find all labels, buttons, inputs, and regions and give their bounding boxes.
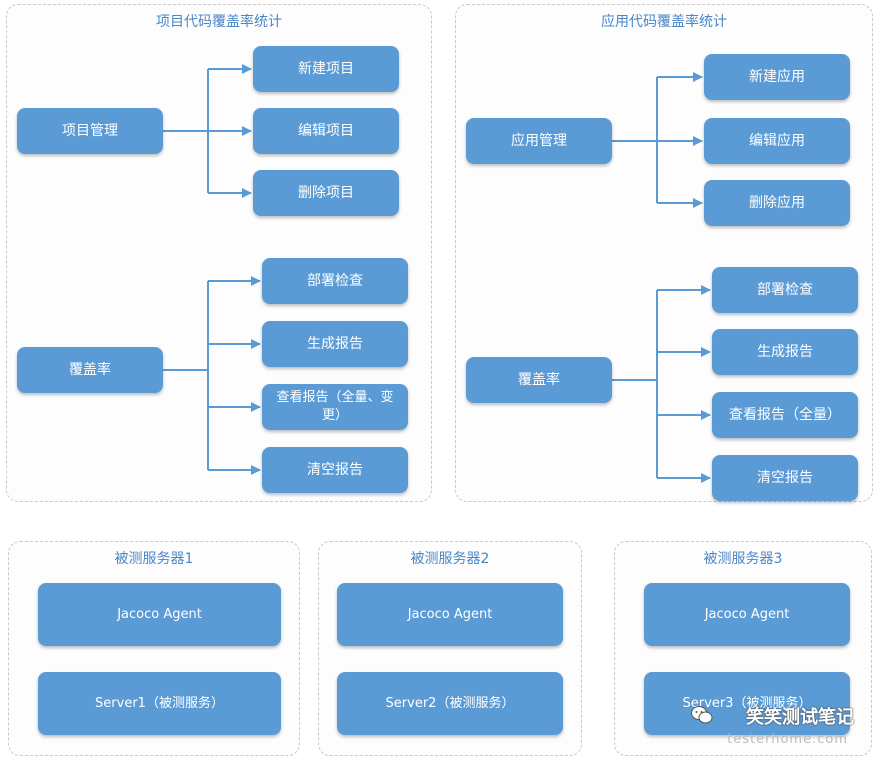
watermark-subtext: testerhome.com (727, 732, 848, 747)
project-manage-node: 项目管理 (17, 108, 163, 154)
delete-app-node: 删除应用 (704, 180, 850, 226)
jacoco-agent-node: Jacoco Agent (644, 583, 850, 646)
edit-project-node: 编辑项目 (253, 108, 399, 154)
clear-report-node: 清空报告 (262, 447, 408, 493)
app-coverage-node: 覆盖率 (466, 357, 612, 403)
server-service-node: Server2（被测服务） (337, 672, 563, 735)
panel-title: 应用代码覆盖率统计 (601, 14, 727, 30)
watermark-text: 笑笑测试笔记 (746, 707, 854, 728)
generate-report-node: 生成报告 (712, 329, 858, 375)
panel-title: 项目代码覆盖率统计 (156, 14, 282, 30)
panel-title: 被测服务器2 (410, 551, 490, 567)
app-manage-node: 应用管理 (466, 118, 612, 164)
wechat-icon (691, 706, 713, 724)
deploy-check-node: 部署检查 (262, 258, 408, 304)
view-report-node: 查看报告（全量、变更） (262, 384, 408, 430)
panel-title: 被测服务器3 (703, 551, 783, 567)
generate-report-node: 生成报告 (262, 321, 408, 367)
jacoco-agent-node: Jacoco Agent (337, 583, 563, 646)
project-coverage-node: 覆盖率 (17, 347, 163, 393)
jacoco-agent-node: Jacoco Agent (38, 583, 281, 646)
panel-title: 被测服务器1 (114, 551, 194, 567)
server-service-node: Server1（被测服务） (38, 672, 281, 735)
new-app-node: 新建应用 (704, 54, 850, 100)
clear-report-node: 清空报告 (712, 455, 858, 501)
edit-app-node: 编辑应用 (704, 118, 850, 164)
new-project-node: 新建项目 (253, 46, 399, 92)
deploy-check-node: 部署检查 (712, 267, 858, 313)
server-service-node: Server3（被测服务） (644, 672, 850, 735)
delete-project-node: 删除项目 (253, 170, 399, 216)
view-report-node: 查看报告（全量） (712, 392, 858, 438)
